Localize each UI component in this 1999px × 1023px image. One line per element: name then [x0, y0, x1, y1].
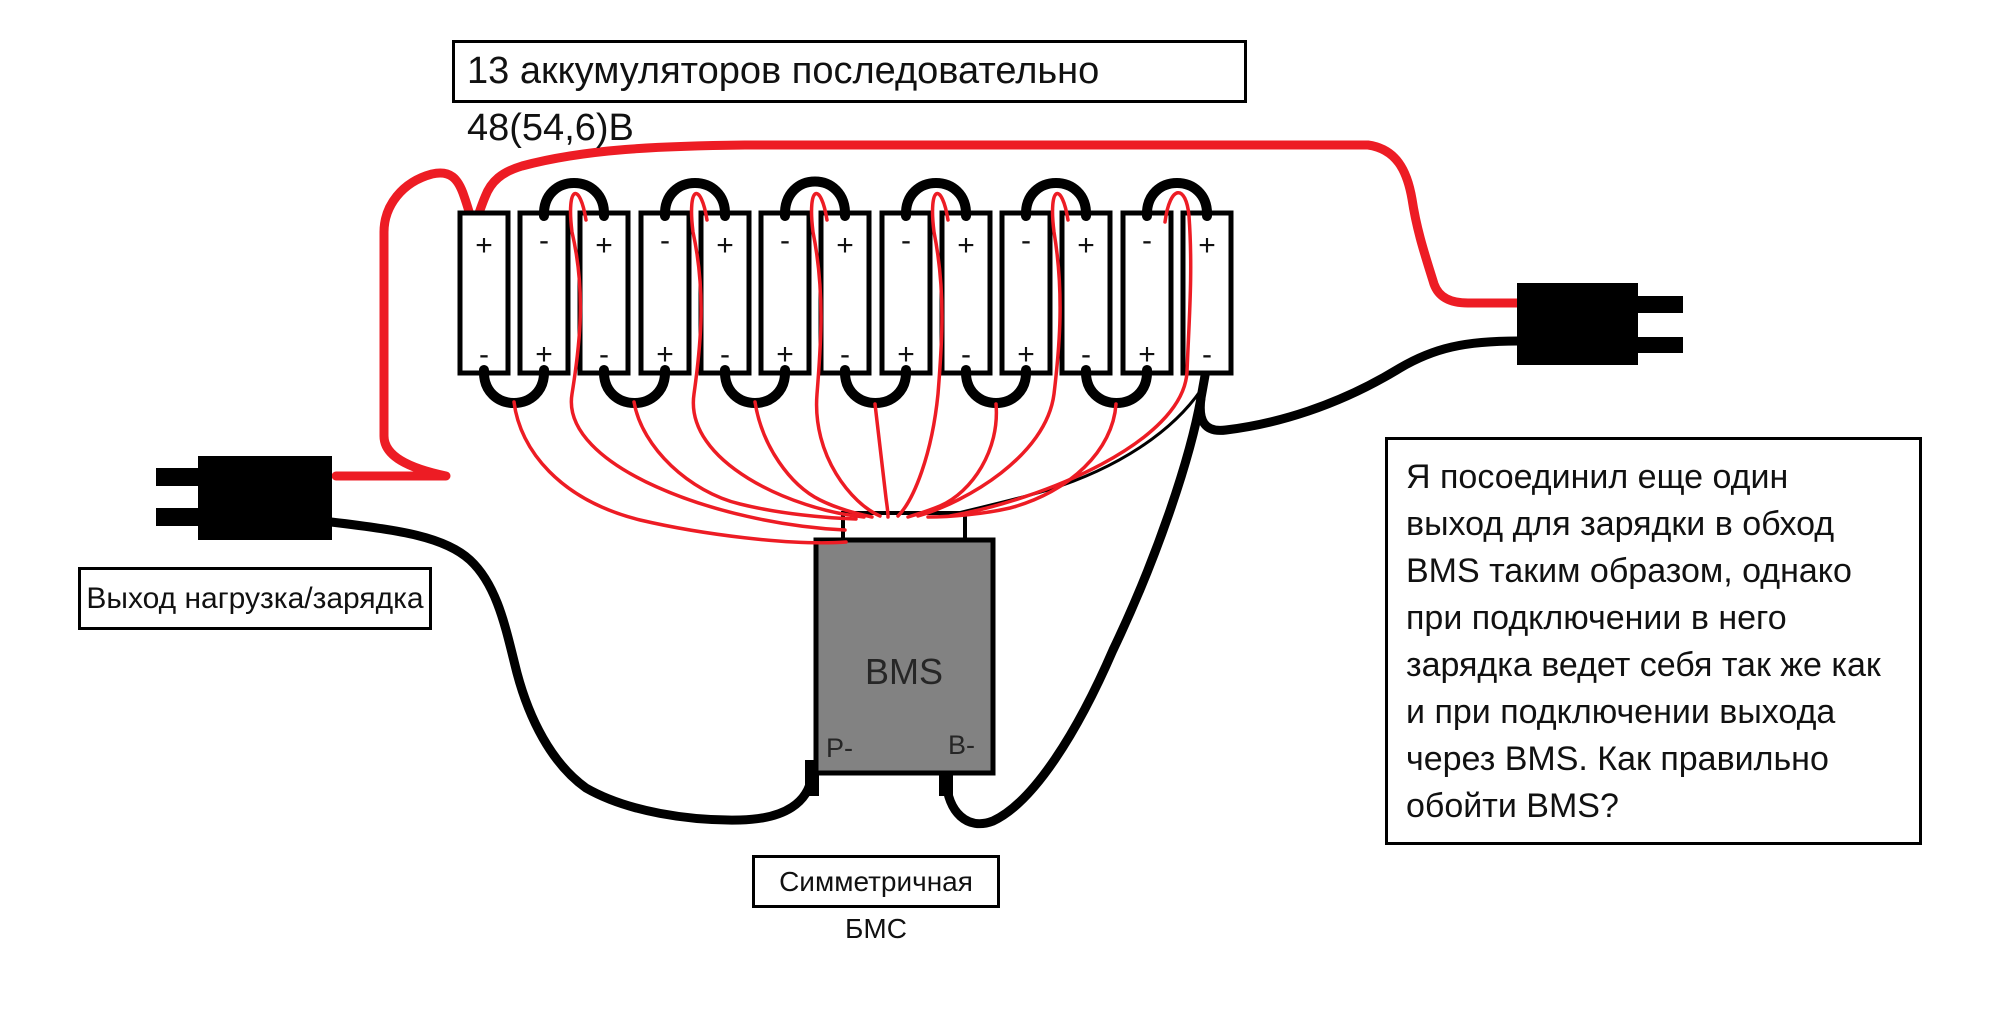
battery-top-polarity: +	[475, 229, 493, 262]
note-line: BMS таким образом, однако	[1406, 552, 1852, 590]
battery-bottom-polarity: +	[1017, 338, 1035, 371]
balance-wire	[896, 191, 950, 518]
series-link	[1141, 178, 1213, 221]
charge-connector	[1517, 283, 1683, 365]
balance-wire	[753, 400, 874, 519]
battery-bottom-polarity: +	[897, 338, 915, 371]
battery: - +	[758, 210, 812, 376]
series-link	[538, 178, 610, 221]
balance-wire	[906, 402, 999, 519]
note-line: через BMS. Как правильно	[1406, 740, 1829, 778]
battery-top-polarity: -	[539, 224, 549, 257]
battery: + -	[577, 210, 631, 376]
charge-connector-body	[1517, 283, 1638, 365]
bms-title: BMS	[865, 651, 943, 692]
battery-top-polarity: +	[836, 229, 854, 262]
battery-bottom-polarity: -	[1081, 338, 1091, 371]
note-line: зарядка ведет себя так же как	[1406, 646, 1881, 684]
battery-bottom-polarity: +	[776, 338, 794, 371]
balance-wire	[632, 400, 858, 521]
b-minus-wire	[941, 393, 1206, 829]
title-text: 13 аккумуляторов последовательно 48(54,6…	[467, 50, 1100, 149]
battery: + -	[457, 210, 511, 376]
battery: - +	[1120, 210, 1174, 376]
load-connector-pin	[156, 508, 200, 526]
balance-wire	[873, 402, 890, 519]
battery-top-polarity: +	[1077, 229, 1095, 262]
battery: + -	[818, 210, 872, 376]
series-link	[779, 176, 851, 221]
battery-top-polarity: +	[957, 229, 975, 262]
load-connector-pin	[156, 468, 200, 486]
battery-bottom-polarity: -	[961, 338, 971, 371]
battery: - +	[517, 210, 571, 376]
bms-unit: BMS P- B-	[805, 511, 996, 796]
load-connector-body	[198, 456, 332, 540]
battery-top-polarity: +	[716, 229, 734, 262]
battery: - +	[638, 210, 692, 376]
balance-wire	[916, 191, 1070, 518]
balance-wire	[689, 191, 866, 519]
note-line: Я посоединил еще один	[1406, 458, 1789, 496]
balance-wire	[926, 402, 1118, 519]
battery-pack: + - - + + - - + + -	[457, 210, 1234, 376]
battery-bottom-polarity: +	[656, 338, 674, 371]
note-box: Я посоединил еще один выход для зарядки …	[1385, 437, 1922, 845]
battery-top-polarity: -	[1021, 224, 1031, 257]
battery: + -	[698, 210, 752, 376]
battery: - +	[879, 210, 933, 376]
balance-wire	[809, 191, 882, 518]
charge-connector-pin	[1636, 296, 1683, 313]
bms-caption-box: Симметричная БМС	[752, 855, 1000, 944]
balance-wire	[568, 191, 847, 532]
series-links-top	[538, 176, 1213, 221]
pack-positive-wire	[331, 140, 1522, 481]
battery-top-polarity: -	[660, 224, 670, 257]
note-line: и при подключении выхода	[1406, 693, 1836, 731]
p-minus-wire	[326, 517, 817, 825]
series-link	[659, 178, 731, 221]
note-line: при подключении в него	[1406, 599, 1787, 637]
bms-pminus-label: P-	[826, 733, 853, 763]
battery-top-polarity: -	[901, 224, 911, 257]
battery-bottom-polarity: -	[599, 338, 609, 371]
battery-top-polarity: -	[1142, 224, 1152, 257]
note-line: выход для зарядки в обход	[1406, 505, 1835, 543]
bms-caption-text: Симметричная БМС	[779, 866, 973, 944]
battery-bottom-polarity: +	[1138, 338, 1156, 371]
charge-connector-pin	[1636, 337, 1683, 353]
battery-bottom-polarity: -	[720, 338, 730, 371]
output-label-box: Выход нагрузка/зарядка	[78, 567, 432, 630]
battery-bottom-polarity: +	[535, 338, 553, 371]
balance-wires	[512, 191, 1193, 545]
battery-bottom-polarity: -	[840, 338, 850, 371]
balance-wire	[512, 400, 848, 545]
battery: + -	[939, 210, 993, 376]
battery-top-polarity: -	[780, 224, 790, 257]
battery-top-polarity: +	[1198, 229, 1216, 262]
output-label-text: Выход нагрузка/зарядка	[86, 582, 424, 615]
battery-bottom-polarity: -	[479, 338, 489, 371]
bms-body	[813, 537, 996, 776]
pack-negative-wire	[1195, 336, 1523, 435]
battery: + -	[1059, 210, 1113, 376]
battery-bottom-polarity: -	[1202, 338, 1212, 371]
note-line: обойти BMS?	[1406, 787, 1619, 825]
b-minus-sense-wire	[938, 388, 1203, 520]
battery-top-polarity: +	[595, 229, 613, 262]
bms-bminus-label: B-	[948, 730, 975, 760]
battery: - +	[999, 210, 1053, 376]
series-link	[900, 178, 972, 221]
series-link	[1020, 178, 1092, 221]
load-connector	[156, 456, 332, 540]
title-box: 13 аккумуляторов последовательно 48(54,6…	[452, 40, 1247, 149]
